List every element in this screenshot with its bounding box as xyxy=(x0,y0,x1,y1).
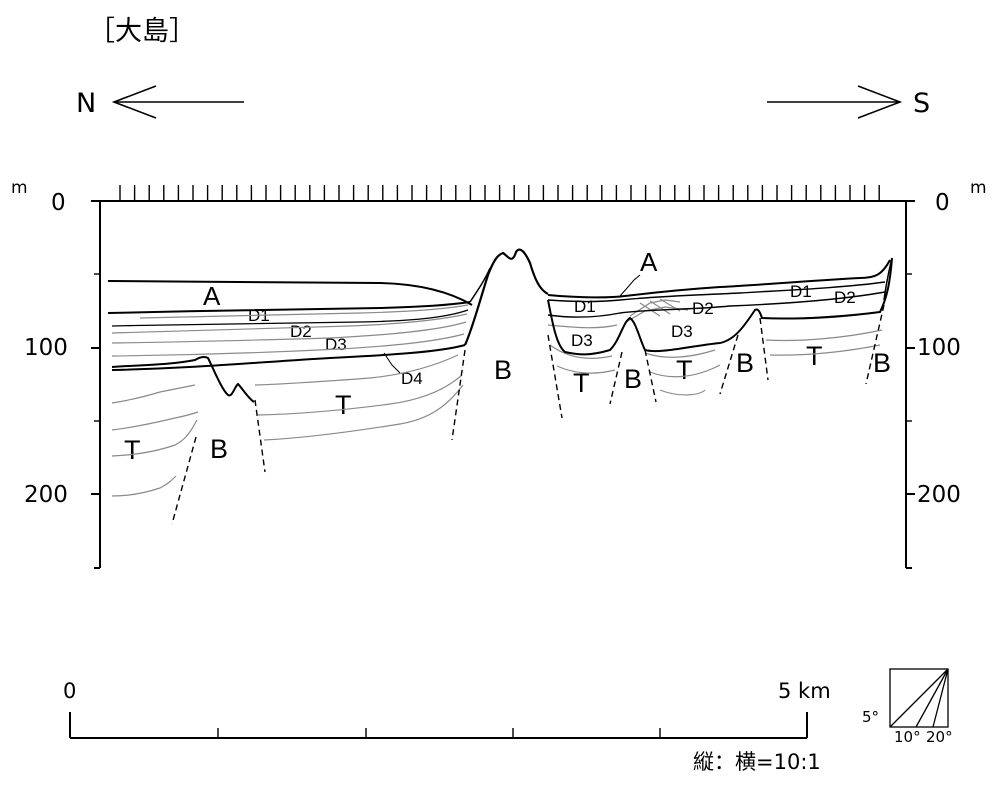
reflector-line xyxy=(111,321,467,344)
north-label: N xyxy=(76,88,97,119)
seafloor-line xyxy=(547,259,891,299)
unit-label-d3: D3 xyxy=(671,322,693,341)
fault-line xyxy=(547,334,563,419)
unit-label-d4: D4 xyxy=(401,369,423,388)
d4-leader xyxy=(383,352,401,374)
reflector-line xyxy=(639,302,661,317)
internal-reflectors xyxy=(111,298,883,497)
right-axis-unit: m xyxy=(970,178,987,198)
reflector-line xyxy=(254,354,459,386)
reflector-line xyxy=(649,364,721,378)
horizon-line xyxy=(111,344,466,371)
scale-end-label: 5 km xyxy=(778,679,831,703)
reflector-line xyxy=(111,313,468,334)
right-axis xyxy=(905,200,915,569)
unit-label-b: B xyxy=(494,355,513,385)
unit-label-d1: D1 xyxy=(790,282,812,301)
unit-label-b: B xyxy=(873,348,892,378)
basement-line xyxy=(464,248,549,346)
reflector-line xyxy=(111,475,177,497)
left-tick-0: 0 xyxy=(51,190,66,216)
unit-label-d3: D3 xyxy=(571,331,593,350)
unit-label-b: B xyxy=(736,348,755,378)
north-arrow xyxy=(111,85,244,119)
unit-label-t: T xyxy=(335,390,352,420)
unit-label-t: T xyxy=(573,368,590,398)
leader-lines xyxy=(383,274,641,374)
reflector-line xyxy=(769,344,881,356)
unit-label-b: B xyxy=(210,434,229,464)
figure-title: ［大島］ xyxy=(88,16,196,47)
slope-gauge xyxy=(889,668,949,728)
fault-line xyxy=(609,351,623,405)
slope-label-10: 10° xyxy=(894,728,921,746)
left-axis xyxy=(91,200,101,569)
unit-label-d1: D1 xyxy=(574,297,596,316)
reflector-line xyxy=(649,300,671,315)
horizon-line xyxy=(547,281,886,303)
horizon-line xyxy=(883,257,893,301)
reflector-line xyxy=(111,411,199,431)
horizon-line xyxy=(111,309,469,327)
left-axis-unit: m xyxy=(11,178,28,198)
basement-line xyxy=(547,257,893,356)
unit-label-t: T xyxy=(124,435,141,465)
fault-line xyxy=(719,334,739,395)
exaggeration-ratio: 縦：横=10:1 xyxy=(693,750,821,774)
slope-label-20: 20° xyxy=(926,728,953,746)
reflector-line xyxy=(629,299,681,317)
unit-label-b: B xyxy=(624,364,643,394)
horizontal-scale-bar xyxy=(69,712,808,739)
fault-line xyxy=(644,349,657,403)
right-tick-100: 100 xyxy=(917,335,961,361)
fault-line xyxy=(759,317,769,381)
horizon-line xyxy=(107,301,471,314)
reflector-line xyxy=(111,333,465,357)
basement-line xyxy=(111,355,255,403)
reflector-line xyxy=(257,374,463,416)
left-tick-100: 100 xyxy=(24,335,68,361)
horizon-line xyxy=(547,291,886,318)
fault-line xyxy=(171,436,197,525)
reflector-line xyxy=(556,365,616,374)
reflector-line xyxy=(111,384,196,404)
scale-start-label: 0 xyxy=(63,679,77,703)
reflector-line xyxy=(111,419,198,457)
reflector-line xyxy=(765,329,883,342)
reflector-line xyxy=(549,344,613,359)
a-leader xyxy=(619,274,641,297)
south-arrow xyxy=(767,85,903,119)
top-ticks xyxy=(119,185,880,201)
reflector-line xyxy=(139,304,469,319)
unit-label-t: T xyxy=(806,341,823,371)
faults xyxy=(171,304,885,525)
reflector-line xyxy=(263,384,464,441)
seafloor-line xyxy=(107,280,473,306)
unit-label-a: A xyxy=(203,281,221,311)
reflector-line xyxy=(547,324,618,329)
right-tick-0: 0 xyxy=(935,190,950,216)
fault-line xyxy=(451,349,466,441)
fault-line xyxy=(254,399,266,473)
slope-label-5: 5° xyxy=(862,708,880,726)
unit-label-a: A xyxy=(640,247,658,277)
south-label: S xyxy=(913,88,931,119)
reflector-line xyxy=(659,389,706,396)
reflector-line xyxy=(644,349,716,358)
main-horizons xyxy=(107,248,893,403)
right-tick-200: 200 xyxy=(917,482,961,508)
fault-line xyxy=(865,304,885,385)
horizon-line xyxy=(469,267,491,303)
left-tick-200: 200 xyxy=(24,482,68,508)
